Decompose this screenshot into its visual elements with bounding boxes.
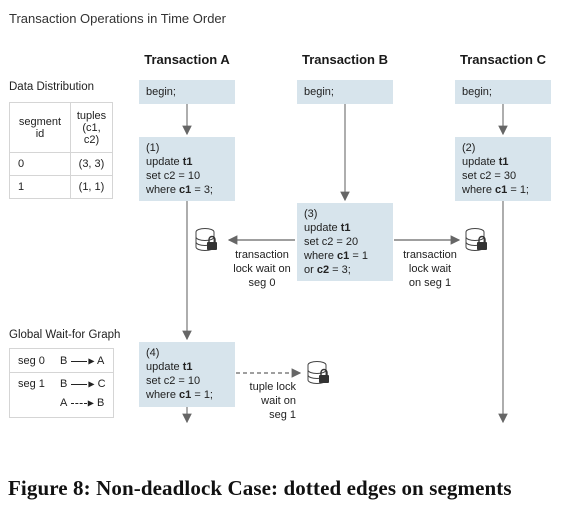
col-header-tuples: tuples (c1, c2) <box>70 102 113 153</box>
wfg-edge-dotted: A ▶ B <box>60 397 105 409</box>
op4-line2: set c2 = 10 <box>146 375 201 387</box>
cell-tuples: (1, 1) <box>70 175 113 199</box>
op1-line2: set c2 = 10 <box>146 170 201 182</box>
cell-tuples: (3, 3) <box>70 152 113 176</box>
begin-label: begin; <box>146 86 176 98</box>
op4-line3: where c1 = 1; <box>146 389 213 401</box>
op1-step: (1) <box>146 142 160 154</box>
begin-label: begin; <box>304 86 334 98</box>
op1-line1: update t1 <box>146 156 193 168</box>
op3-box: (3) update t1 set c2 = 20 where c1 = 1 o… <box>297 203 393 281</box>
wait-for-graph-heading: Global Wait-for Graph <box>9 329 121 341</box>
op4-line1: update t1 <box>146 361 193 373</box>
lock-database-icon-seg1 <box>465 228 487 251</box>
wait-label-seg1: transaction lock wait on seg 1 <box>403 249 457 289</box>
op4-step: (4) <box>146 347 160 359</box>
op2-line1: update t1 <box>462 156 509 168</box>
wfg-edge: B ▶ A <box>60 355 105 367</box>
transaction-a-header: Transaction A <box>144 52 230 67</box>
op1-box: (1) update t1 set c2 = 10 where c1 = 3; <box>139 137 235 201</box>
wfg-seg0-label: seg 0 <box>18 355 45 367</box>
table-row: 1 (1, 1) <box>9 175 113 199</box>
data-distribution-heading: Data Distribution <box>9 81 95 93</box>
op2-line3: where c1 = 1; <box>462 184 529 196</box>
lock-database-icon-tuple <box>307 361 329 384</box>
table-row: 0 (3, 3) <box>9 152 113 176</box>
solid-arrow-icon <box>71 383 88 385</box>
begin-label: begin; <box>462 86 492 98</box>
op4-box: (4) update t1 set c2 = 10 where c1 = 1; <box>139 342 235 407</box>
transaction-c-begin-box: begin; <box>455 80 551 104</box>
op3-line3: where c1 = 1 <box>304 250 368 262</box>
data-distribution-table: segment id tuples (c1, c2) 0 (3, 3) 1 (1… <box>9 102 113 199</box>
op2-box: (2) update t1 set c2 = 30 where c1 = 1; <box>455 137 551 201</box>
op3-line4: or c2 = 3; <box>304 264 351 276</box>
dotted-arrow-icon <box>70 402 87 404</box>
wfg-seg1-label: seg 1 <box>18 378 45 390</box>
op1-line3: where c1 = 3; <box>146 184 213 196</box>
wait-for-graph-box: seg 0 B ▶ A seg 1 B ▶ C A ▶ B <box>9 348 114 418</box>
cell-seg: 0 <box>9 152 71 176</box>
diagram-title: Transaction Operations in Time Order <box>9 11 226 26</box>
wait-label-tuple: tuple lock wait on seg 1 <box>249 381 296 421</box>
table-header-row: segment id tuples (c1, c2) <box>9 102 113 153</box>
transaction-c-header: Transaction C <box>460 52 546 67</box>
cell-seg: 1 <box>9 175 71 199</box>
lock-database-icon-seg0 <box>195 228 217 251</box>
op2-line2: set c2 = 30 <box>462 170 517 182</box>
op2-step: (2) <box>462 142 476 154</box>
op3-line1: update t1 <box>304 222 351 234</box>
wfg-divider <box>10 372 113 373</box>
figure-caption: Figure 8: Non-deadlock Case: dotted edge… <box>8 476 512 500</box>
transaction-a-begin-box: begin; <box>139 80 235 104</box>
wfg-edge: B ▶ C <box>60 378 106 390</box>
wait-label-seg0: transaction lock wait on seg 0 <box>233 249 291 289</box>
solid-arrow-icon <box>71 360 88 362</box>
transaction-b-header: Transaction B <box>302 52 388 67</box>
transaction-b-begin-box: begin; <box>297 80 393 104</box>
op3-line2: set c2 = 20 <box>304 236 359 248</box>
op3-step: (3) <box>304 208 318 220</box>
col-header-segment-id: segment id <box>9 102 71 153</box>
